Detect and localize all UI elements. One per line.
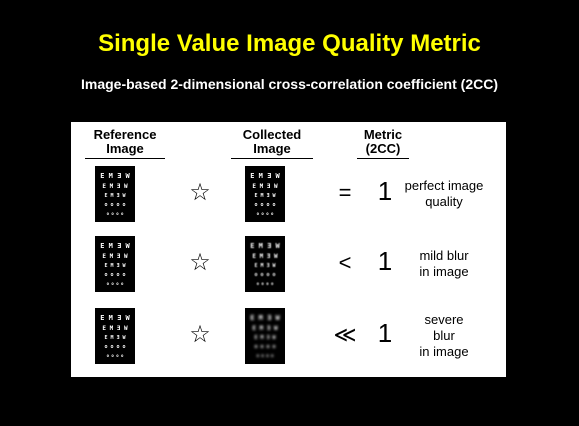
metric-header: Metric (2CC) (357, 128, 409, 159)
collected-header-underline (231, 158, 313, 159)
metric-header-line2: (2CC) (365, 141, 401, 156)
note-line: in image (419, 264, 469, 279)
chart-line: o o o o (106, 353, 124, 358)
collected-header-line1: Collected (242, 127, 302, 142)
metric-header-line1: Metric (363, 127, 403, 142)
metric-value: 1 (377, 246, 393, 276)
chart-line: o o o o (106, 281, 124, 286)
collected-eye-chart-1: E M Ǝ W E M Ǝ W E M Ǝ W o o o o o o o o (245, 166, 285, 222)
chart-line: o o o o (104, 344, 126, 350)
chart-line: E M Ǝ W (104, 335, 126, 341)
chart-line: o o o o (254, 202, 276, 208)
chart-line: o o o o (256, 211, 274, 216)
chart-line: E M Ǝ W (100, 314, 130, 322)
chart-line: E M Ǝ W (104, 263, 126, 269)
quality-note: mild blur in image (389, 248, 499, 280)
reference-header-underline (85, 158, 165, 159)
chart-line: o o o o (254, 272, 276, 278)
metric-value: 1 (377, 318, 393, 348)
chart-line: o o o o (256, 281, 274, 286)
note-line: mild blur (419, 248, 469, 263)
chart-line: E M Ǝ W (250, 242, 280, 250)
reference-header: Reference Image (85, 128, 165, 159)
chart-line: o o o o (256, 353, 274, 358)
collected-eye-chart-2: E M Ǝ W E M Ǝ W E M Ǝ W o o o o o o o o (245, 236, 285, 292)
reference-header-line1: Reference (93, 127, 157, 142)
chart-line: E M Ǝ W (252, 253, 278, 260)
collected-header: Collected Image (231, 128, 313, 159)
chart-line: E M Ǝ W (102, 253, 128, 260)
chart-line: o o o o (104, 272, 126, 278)
reference-eye-chart-3: E M Ǝ W E M Ǝ W E M Ǝ W o o o o o o o o (95, 308, 135, 364)
correlation-star-icon: ☆ (189, 321, 211, 348)
correlation-star-icon: ☆ (189, 179, 211, 206)
metric-value: 1 (377, 176, 393, 206)
reference-eye-chart-1: E M Ǝ W E M Ǝ W E M Ǝ W o o o o o o o o (95, 166, 135, 222)
collected-header-line2: Image (253, 141, 291, 156)
comparison-panel: Reference Image Collected Image Metric (… (71, 122, 506, 377)
chart-line: E M Ǝ W (252, 183, 278, 190)
note-line: blur (433, 328, 455, 343)
slide-subtitle: Image-based 2-dimensional cross-correlat… (81, 76, 498, 92)
chart-line: o o o o (254, 344, 276, 350)
reference-header-line2: Image (106, 141, 144, 156)
collected-eye-chart-3: E M Ǝ W E M Ǝ W E M Ǝ W o o o o o o o o (245, 308, 285, 364)
equals-operator: = (338, 180, 352, 205)
much-less-than-operator: ≪ (333, 322, 357, 347)
chart-line: E M Ǝ W (250, 172, 280, 180)
quality-note: perfect image quality (389, 178, 499, 210)
chart-line: E M Ǝ W (100, 242, 130, 250)
note-line: quality (425, 194, 463, 209)
reference-eye-chart-2: E M Ǝ W E M Ǝ W E M Ǝ W o o o o o o o o (95, 236, 135, 292)
less-than-operator: < (338, 250, 352, 275)
metric-header-underline (357, 158, 409, 159)
chart-line: o o o o (106, 211, 124, 216)
note-line: perfect image (404, 178, 484, 193)
chart-line: E M Ǝ W (254, 263, 276, 269)
chart-line: E M Ǝ W (104, 193, 126, 199)
chart-line: o o o o (104, 202, 126, 208)
chart-line: E M Ǝ W (102, 183, 128, 190)
chart-line: E M Ǝ W (254, 335, 276, 341)
chart-line: E M Ǝ W (100, 172, 130, 180)
chart-line: E M Ǝ W (102, 325, 128, 332)
chart-line: E M Ǝ W (254, 193, 276, 199)
chart-line: E M Ǝ W (250, 314, 280, 322)
chart-line: E M Ǝ W (252, 325, 278, 332)
slide-title: Single Value Image Quality Metric (98, 30, 481, 57)
correlation-star-icon: ☆ (189, 249, 211, 276)
note-line: severe (424, 312, 464, 327)
quality-note: severe blur in image (389, 312, 499, 360)
note-line: in image (419, 344, 469, 359)
